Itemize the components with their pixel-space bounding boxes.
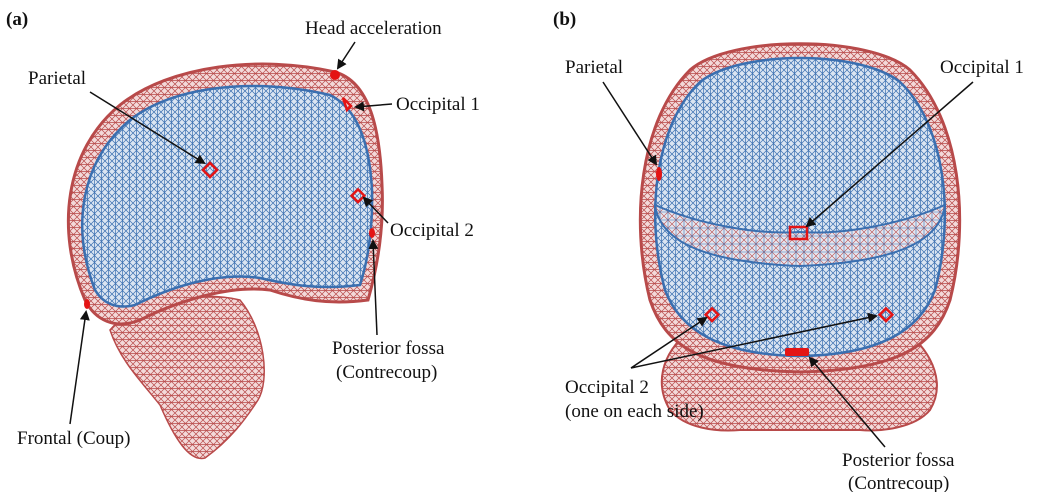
label-head-acceleration: Head acceleration: [305, 18, 442, 39]
label-occipital2-b: Occipital 2: [565, 377, 649, 398]
panel-b-label: (b): [553, 9, 576, 30]
head-acceleration-marker: [330, 70, 340, 80]
label-posterior-fossa: Posterior fossa: [332, 338, 445, 359]
panel-b-brain: [655, 58, 945, 356]
parietal-marker-b: [656, 167, 662, 181]
label-occipital1: Occipital 1: [396, 94, 480, 115]
label-each-side: (one on each side): [565, 401, 704, 422]
label-parietal: Parietal: [28, 68, 86, 89]
posterior-fossa-marker-b: [785, 348, 809, 356]
label-contrecoup: (Contrecoup): [336, 362, 437, 383]
label-contrecoup-b: (Contrecoup): [848, 473, 949, 492]
label-posterior-fossa-b: Posterior fossa: [842, 450, 955, 471]
arrow-head-acceleration: [338, 42, 355, 68]
arrow-frontal: [70, 312, 86, 424]
label-occipital1-b: Occipital 1: [940, 57, 1024, 78]
label-frontal: Frontal (Coup): [17, 428, 130, 449]
panel-b: (b) Parietal Occipital 1 Occipital 2 (on…: [553, 9, 1024, 492]
panel-a: (a) Head acceleration Parietal Occipital…: [6, 9, 480, 458]
label-parietal-b: Parietal: [565, 57, 623, 78]
arrow-parietal-b: [603, 82, 656, 164]
label-occipital2: Occipital 2: [390, 220, 474, 241]
panel-a-label: (a): [6, 9, 28, 30]
frontal-marker: [84, 299, 90, 309]
posterior-fossa-marker: [369, 228, 375, 238]
